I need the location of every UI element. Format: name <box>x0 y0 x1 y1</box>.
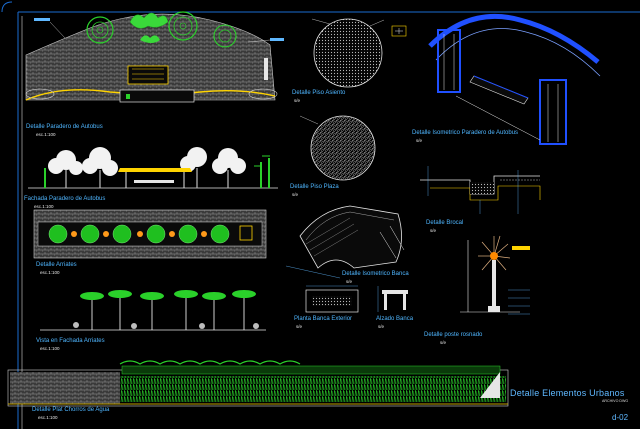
view-label-iso-bus-stop: Detalle Isometrico Paradero de Autobus <box>412 130 519 136</box>
view-scale-planters-elevation: esc.1:100 <box>40 346 60 351</box>
light-pole-drawing <box>460 235 530 315</box>
view-label-bench-front: Planta Banca Exterior <box>294 316 353 322</box>
bus-stop-elevation-drawing <box>25 11 284 103</box>
view-label-water-fountain: Detalle Plat Chorros de Agua <box>32 407 110 413</box>
view-label-iso-bench: Detalle Isometrico Banca <box>342 271 409 277</box>
view-scale-seat-floor: s/e <box>294 98 301 103</box>
view-label-facade: Fachada Paradero de Autobus <box>24 196 106 202</box>
view-label-planters-elevation: Vista en Fachada Arriates <box>36 338 105 344</box>
view-scale-bus-stop-elevation: esc.1:100 <box>36 132 56 137</box>
view-label-seat-floor: Detalle Piso Asiento <box>292 90 346 96</box>
view-scale-iso-bus-stop: s/e <box>416 138 423 143</box>
view-label-light-pole: Detalle poste rosnado <box>424 332 483 338</box>
view-scale-plaza-floor: s/e <box>292 192 299 197</box>
view-scale-facade: esc.1:100 <box>34 204 54 209</box>
iso-bus-stop-drawing <box>428 13 601 145</box>
view-scale-water-fountain: esc.1:100 <box>38 415 58 420</box>
sheet-title: Detalle Elementos Urbanos <box>510 388 625 398</box>
view-label-planters: Detalle Arriates <box>36 262 77 268</box>
view-scale-light-pole: s/e <box>440 340 447 345</box>
bench-elevation-drawing <box>377 286 408 312</box>
bench-front-drawing <box>305 285 359 313</box>
sheet-subtitle: ARCHIVO DWG <box>602 399 629 403</box>
view-scale-iso-bench: s/e <box>346 279 353 284</box>
view-scale-planters: esc.1:100 <box>40 270 60 275</box>
view-label-bench-elevation: Alzado Banca <box>376 316 414 322</box>
facade-bus-stop-drawing <box>28 147 278 189</box>
iso-bench-drawing <box>285 205 405 279</box>
planters-drawing <box>33 209 267 259</box>
view-label-plaza-floor: Detalle Piso Plaza <box>290 184 339 190</box>
curb-drawing <box>420 166 541 214</box>
view-scale-bench-elevation: s/e <box>378 324 385 329</box>
water-fountain-drawing <box>7 360 509 407</box>
sheet-number: d-02 <box>612 413 629 422</box>
seat-floor-drawing <box>311 18 407 88</box>
planters-elevation-drawing <box>40 290 266 331</box>
view-label-curb: Detalle Brocal <box>426 220 464 226</box>
plaza-floor-drawing <box>299 115 376 181</box>
view-scale-curb: s/e <box>430 228 437 233</box>
view-scale-bench-front: s/e <box>296 324 303 329</box>
view-label-bus-stop-elevation: Detalle Paradero de Autobus <box>26 124 103 130</box>
